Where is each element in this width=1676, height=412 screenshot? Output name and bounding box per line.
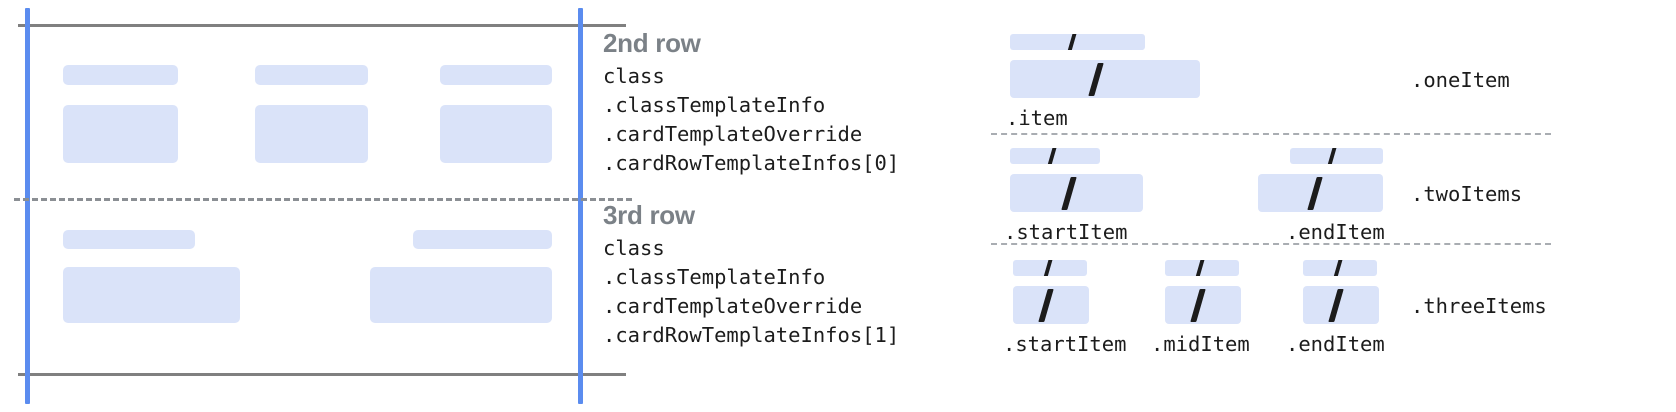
row-code-line: .cardRowTemplateInfos[1] xyxy=(603,323,900,347)
slash-icon xyxy=(1307,177,1323,210)
slash-icon xyxy=(1328,289,1344,322)
slash-icon xyxy=(1190,289,1206,322)
slot-label: .startItem xyxy=(1003,332,1127,356)
slot-label: .item xyxy=(1006,106,1068,130)
body-block xyxy=(1258,174,1383,212)
slot-label: .midItem xyxy=(1151,332,1250,356)
caption-block xyxy=(255,65,368,85)
caption-block xyxy=(63,230,195,249)
body-block xyxy=(1165,286,1241,324)
three-items-layout: .startItem .midItem .endItem xyxy=(983,248,1676,360)
slash-icon xyxy=(1067,34,1077,50)
row-item-layout-legend: .item .oneItem .startItem xyxy=(983,0,1676,412)
caption-block xyxy=(440,65,552,85)
body-block xyxy=(255,105,368,163)
two-items-layout: .startItem .endItem .twoItems xyxy=(983,136,1676,244)
body-block xyxy=(370,267,552,323)
body-block xyxy=(1013,286,1089,324)
body-block xyxy=(63,267,240,323)
caption-block xyxy=(1010,34,1145,50)
caption-block xyxy=(1303,260,1377,276)
slash-icon xyxy=(1061,177,1077,210)
layout-type-label: .threeItems xyxy=(1411,294,1547,318)
layout-type-label: .oneItem xyxy=(1411,68,1510,92)
slot-label: .startItem xyxy=(1004,220,1128,244)
caption-block xyxy=(1165,260,1239,276)
body-block xyxy=(1303,286,1379,324)
third-row-annotation: 3rd row class .classTemplateInfo .cardTe… xyxy=(603,200,983,350)
row-code-line: .cardTemplateOverride xyxy=(603,122,863,146)
body-block xyxy=(1010,60,1200,98)
body-block xyxy=(1010,174,1143,212)
slash-icon xyxy=(1333,260,1343,276)
slash-icon xyxy=(1327,148,1337,164)
body-block xyxy=(63,105,178,163)
card-bottom-border xyxy=(18,373,626,376)
body-block xyxy=(440,105,552,163)
card-left-guide-line xyxy=(25,8,30,404)
row-code-line: .classTemplateInfo xyxy=(603,265,826,289)
caption-block xyxy=(1010,148,1100,164)
slash-icon xyxy=(1038,289,1054,322)
row-code-line: class xyxy=(603,64,665,88)
caption-block xyxy=(1290,148,1383,164)
slash-icon xyxy=(1043,260,1053,276)
slot-label: .endItem xyxy=(1286,220,1385,244)
one-item-layout: .item .oneItem xyxy=(983,22,1676,132)
row-annotations-column: 2nd row class .classTemplateInfo .cardTe… xyxy=(603,0,983,412)
row-divider-dashed-line xyxy=(14,198,632,201)
caption-block xyxy=(63,65,178,85)
row-title: 2nd row xyxy=(603,28,701,58)
row-code-line: .cardTemplateOverride xyxy=(603,294,863,318)
row-code-line: .cardRowTemplateInfos[0] xyxy=(603,151,900,175)
row-code-line: .classTemplateInfo xyxy=(603,93,826,117)
caption-block xyxy=(1013,260,1087,276)
slash-icon xyxy=(1195,260,1205,276)
card-right-guide-line xyxy=(578,8,583,404)
row-code-line: class xyxy=(603,236,665,260)
slash-icon xyxy=(1047,148,1057,164)
second-row-annotation: 2nd row class .classTemplateInfo .cardTe… xyxy=(603,28,983,178)
card-top-border xyxy=(18,24,626,27)
legend-divider-dashed-line xyxy=(991,133,1551,135)
slash-icon xyxy=(1088,63,1104,96)
row-title: 3rd row xyxy=(603,200,695,230)
legend-divider-dashed-line xyxy=(991,243,1551,245)
card-row-template-preview xyxy=(0,0,632,412)
slot-label: .endItem xyxy=(1286,332,1385,356)
layout-type-label: .twoItems xyxy=(1411,182,1523,206)
caption-block xyxy=(413,230,552,249)
